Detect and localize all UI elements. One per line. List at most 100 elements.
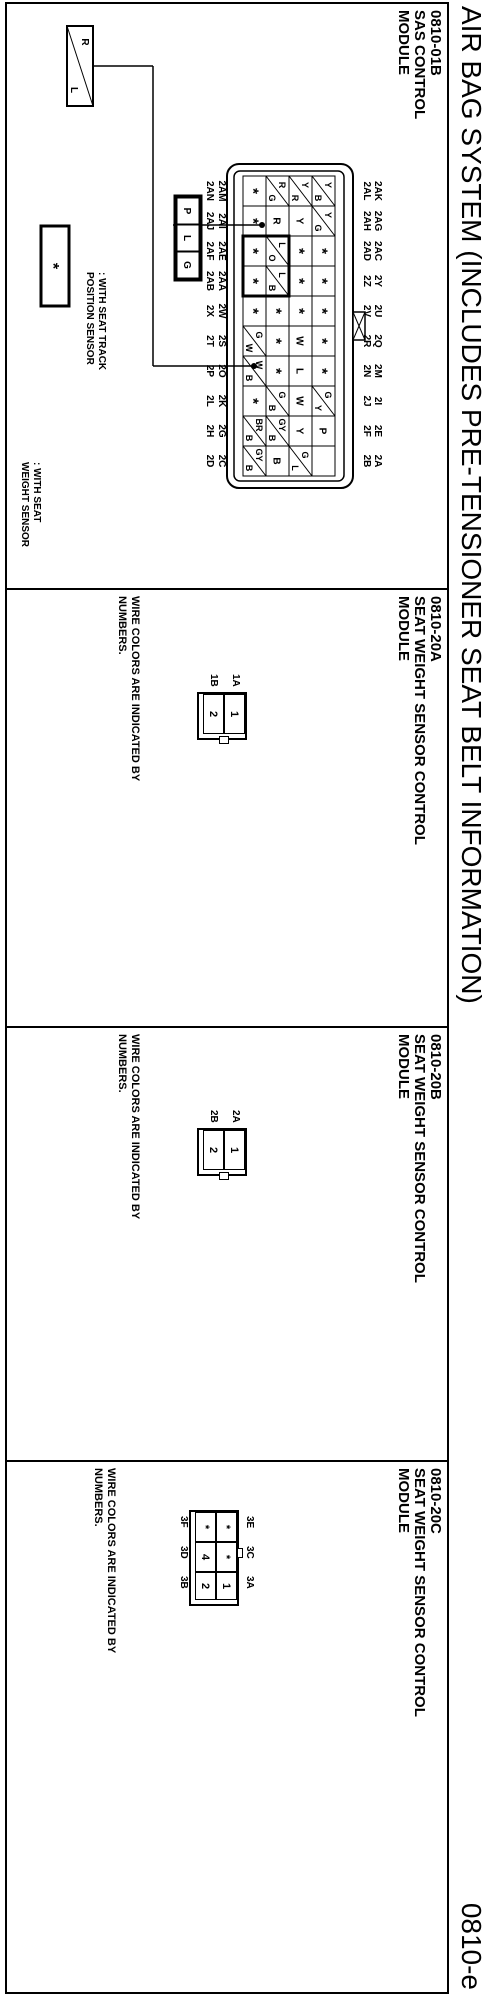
panel-seat-weight-20b: 0810-20B SEAT WEIGHT SENSOR CONTROL MODU… (7, 1028, 447, 1462)
pin-label: 2G (216, 424, 227, 438)
pin-label: 2J (361, 395, 372, 406)
wire-color: B (267, 285, 277, 292)
pin-label: 1A (230, 674, 241, 687)
pin-label: 2L (204, 395, 215, 407)
pin-label: 2N (361, 365, 372, 378)
pin-label: 3B (178, 1576, 189, 1589)
wire-color: G (313, 224, 323, 231)
wire-color: W (294, 336, 305, 346)
wire-color: G (277, 391, 287, 398)
module-name-line2: MODULE (395, 1468, 412, 1533)
panel-title: 0810-20B SEAT WEIGHT SENSOR CONTROL MODU… (395, 1034, 444, 1283)
wire-color: R (271, 217, 282, 225)
page-title: AIR BAG SYSTEM (INCLUDES PRE-TENSIONER S… (456, 6, 487, 1004)
pin-label: 2F (361, 425, 372, 437)
wire-color: L (290, 465, 300, 471)
connector-code: 0810-20B (427, 1034, 444, 1100)
unused-cavity-mark: * (314, 278, 331, 284)
cavity: 2 (203, 1130, 224, 1170)
module-name: SEAT WEIGHT SENSOR CONTROL (411, 1034, 428, 1283)
wire-split-line (288, 445, 313, 477)
connector-latch (219, 1172, 229, 1180)
wire-split-line (311, 385, 336, 417)
cavity: 1 (224, 1130, 245, 1170)
cavity: 1 (216, 1572, 237, 1600)
wire-color: R (79, 38, 90, 46)
wire-color: L (294, 368, 305, 374)
wire-split-line (311, 205, 336, 237)
wire-split-line (265, 265, 290, 297)
module-name-line2: MODULE (395, 596, 412, 661)
cavity: * (216, 1512, 237, 1542)
unused-cavity-mark: * (314, 338, 331, 344)
wire-color: B (244, 435, 254, 442)
wire-color: L (277, 272, 287, 278)
unused-cavity-mark: * (314, 308, 331, 314)
weight-sensor-star-box (39, 224, 71, 308)
cavity: * (216, 1542, 237, 1572)
wire-color: R (290, 195, 300, 202)
pin-label: 2B (361, 455, 372, 468)
cavity: 2 (203, 694, 224, 734)
pin-label: 2Q (372, 334, 383, 348)
pin-label: 2AH (361, 211, 372, 231)
wire-color: G (181, 261, 192, 269)
sas-connector-diagram: 2AK2AG2AC2Y2U2Q2M2I2E2A2AL2AH2AD2Z2V2R2N… (39, 25, 383, 489)
wire-split-line (288, 175, 313, 207)
unused-cavity-mark: * (44, 263, 61, 270)
wire-color: B (267, 405, 277, 412)
pin-label: 2AB (204, 271, 215, 291)
pin-label: 2AD (361, 241, 372, 261)
module-name: SEAT WEIGHT SENSOR CONTROL (411, 596, 428, 845)
pin-label: 2M (372, 364, 383, 378)
pin-label: 2E (372, 425, 383, 438)
unused-cavity-mark: * (245, 398, 262, 404)
wire-color: L (68, 87, 79, 93)
unused-cavity-mark: * (268, 338, 285, 344)
wire-split-line (242, 325, 267, 357)
unused-cavity-mark: * (291, 278, 308, 284)
pin-label: 2A (372, 455, 383, 468)
pin-label: 2AA (216, 271, 227, 291)
pin-label: 2T (204, 335, 215, 347)
wire-color: B (244, 375, 254, 382)
pin-label: 2Y (372, 275, 383, 288)
pin-label: 2O (216, 364, 227, 378)
wire-color: G (300, 451, 310, 458)
unused-cavity-mark: * (245, 218, 262, 224)
panel-title: 0810-20C SEAT WEIGHT SENSOR CONTROL MODU… (395, 1468, 444, 1717)
wire-color: Y (300, 182, 310, 188)
pin-label: 2AN (204, 181, 215, 201)
wire-color-note: WIRE COLORS ARE INDICATED BY NUMBERS. (116, 1034, 141, 1220)
pin-label: 2I (372, 397, 383, 406)
wire-split-line (265, 385, 290, 417)
panel-title: 0810-20A SEAT WEIGHT SENSOR CONTROL MODU… (395, 596, 444, 845)
wire-color: GY (254, 448, 264, 461)
wire-color-note: WIRE COLORS ARE INDICATED BY NUMBERS. (116, 596, 141, 782)
wire-color: R (277, 182, 287, 189)
seat-track-cavity (176, 197, 200, 225)
wire-color: G (323, 391, 333, 398)
wire-color: Y (323, 212, 333, 218)
pin-label: 3A (244, 1576, 255, 1589)
connector-code: 0810-20C (427, 1468, 444, 1534)
unused-cavity-mark: * (268, 308, 285, 314)
unused-cavity-mark: * (245, 278, 262, 284)
panel-seat-weight-20c: 0810-20C SEAT WEIGHT SENSOR CONTROL MODU… (7, 1462, 447, 1992)
weight-sensor-label: : WITH SEAT WEIGHT SENSOR (19, 462, 42, 548)
wire-color: O (267, 254, 277, 261)
wire-color: W (294, 396, 305, 406)
wire-split-line (265, 235, 290, 267)
wire-color: B (313, 195, 323, 202)
wire-color: Y (313, 405, 323, 411)
page-code: 0810-e (456, 1902, 487, 1990)
pin-label: 3E (244, 1516, 255, 1529)
connector-inner-outline (233, 170, 345, 482)
pin-label: 2H (204, 425, 215, 438)
wire-color: BR (254, 419, 264, 432)
pin-label: 2X (204, 305, 215, 318)
wire-split-line (242, 355, 267, 387)
